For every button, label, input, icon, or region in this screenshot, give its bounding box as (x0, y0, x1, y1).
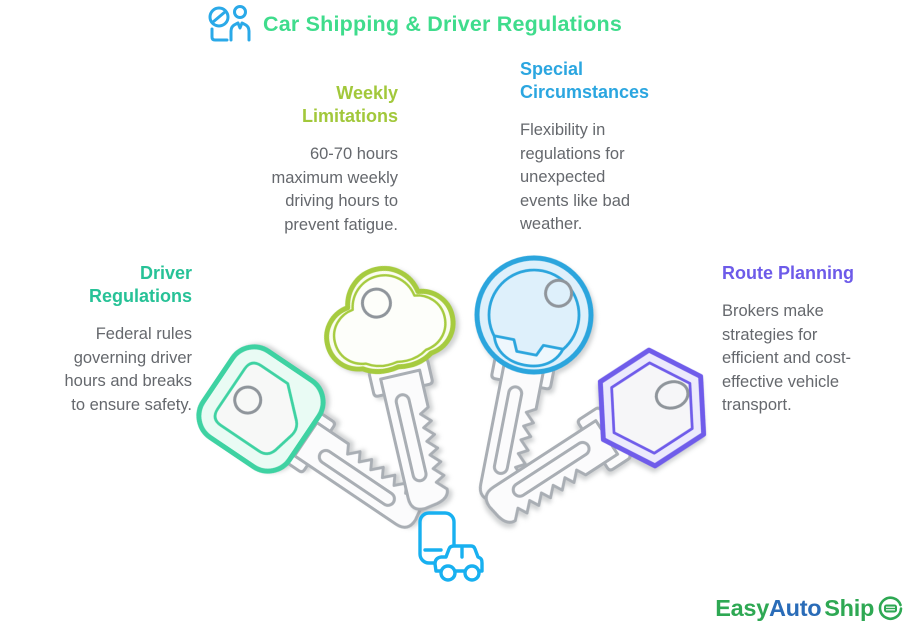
car-wheel-icon (463, 564, 481, 582)
key-hole (233, 385, 263, 415)
logo-car-badge-icon (878, 595, 903, 620)
logo-easy: Easy (715, 595, 769, 621)
page-title: Car Shipping & Driver Regulations (263, 12, 623, 36)
car-shipping-icon (418, 511, 484, 582)
key-hole (360, 287, 392, 319)
header: Car Shipping & Driver Regulations (204, 2, 622, 46)
section-driver-regulations: Driver Regulations Federal rules governi… (17, 262, 193, 417)
blue-round-key-icon (474, 255, 594, 503)
section-body: Flexibility in regulations for unexpecte… (520, 121, 631, 233)
key-slot (317, 448, 396, 507)
teal-square-key-icon (196, 344, 425, 529)
section-heading: Driver Regulations (88, 263, 192, 306)
purple-hex-key-icon (484, 347, 707, 524)
car-wheel-icon (439, 564, 457, 582)
section-body: Federal rules governing driver hours and… (64, 325, 193, 414)
section-route-planning: Route Planning Brokers make strategies f… (722, 262, 907, 418)
key-hole (654, 380, 690, 410)
section-heading: Route Planning (722, 263, 854, 283)
section-heading: Weekly Limitations (301, 83, 398, 126)
section-special-circumstances: Special Circumstances Flexibility in reg… (520, 58, 685, 237)
section-body: 60-70 hours maximum weekly driving hours… (271, 145, 398, 234)
logo-auto: Auto (768, 595, 822, 621)
key-notch (492, 334, 565, 368)
green-cloud-key-icon (324, 265, 456, 511)
key-slot (394, 393, 428, 483)
logo-ship: Ship (824, 595, 874, 621)
section-heading: Special Circumstances (520, 59, 650, 102)
key-slot (492, 385, 524, 475)
key-hole (544, 278, 574, 308)
section-weekly-limitations: Weekly Limitations 60-70 hours maximum w… (218, 82, 398, 237)
driver-restriction-icon (208, 5, 251, 42)
key-slot (511, 440, 591, 498)
section-body: Brokers make strategies for efficient an… (722, 302, 852, 414)
